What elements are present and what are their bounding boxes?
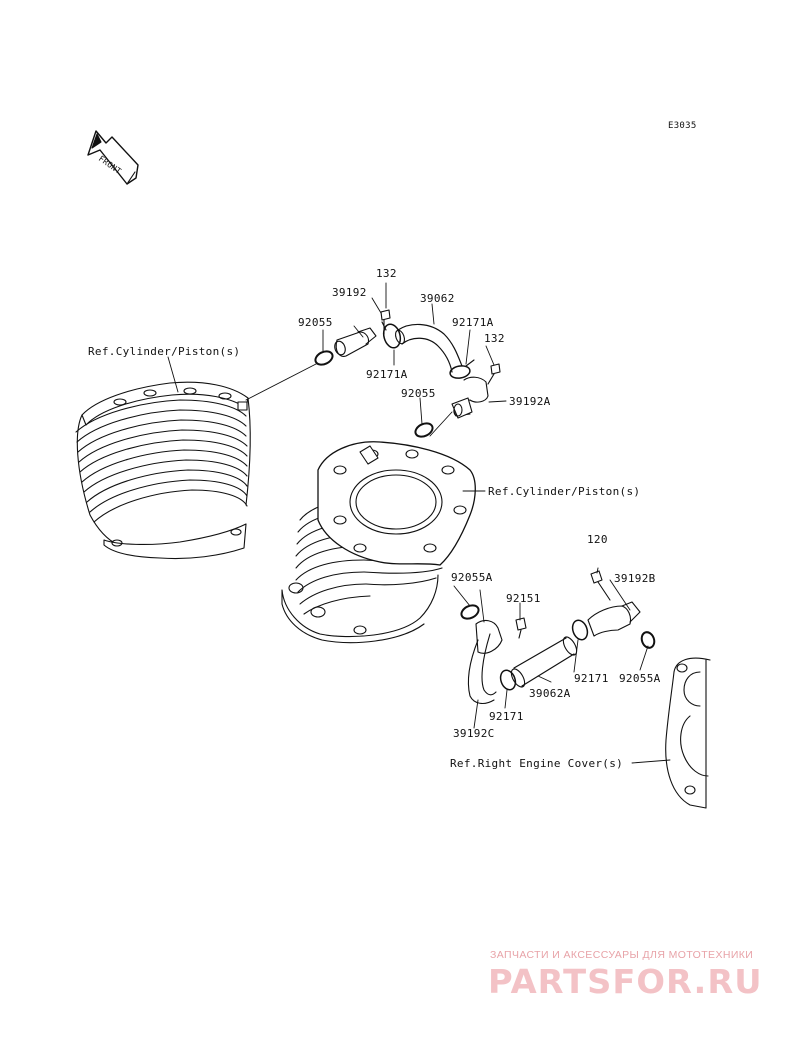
right-cylinder-drawing	[281, 441, 476, 644]
upper-pipe-assembly	[314, 309, 501, 438]
diagram-code: E3035	[668, 121, 697, 131]
lower-pipe-assembly	[460, 570, 656, 705]
ref-engine-cover[interactable]: Ref.Right Engine Cover(s)	[450, 757, 624, 770]
part-92151[interactable]: 92151	[506, 592, 541, 605]
part-39192B[interactable]: 39192B	[614, 572, 656, 585]
watermark-tagline: ЗАПЧАСТИ И АКСЕССУАРЫ ДЛЯ МОТОТЕХНИКИ	[490, 949, 754, 961]
part-132-right[interactable]: 132	[484, 332, 505, 345]
ref-cylinder-left[interactable]: Ref.Cylinder/Piston(s)	[88, 345, 241, 358]
part-92055-mid[interactable]: 92055	[401, 387, 436, 400]
leader-lines	[167, 282, 671, 764]
left-cylinder-drawing	[75, 381, 251, 560]
part-92055-top[interactable]: 92055	[298, 316, 333, 329]
part-92055A-right[interactable]: 92055A	[619, 672, 661, 685]
front-arrow-icon	[87, 130, 139, 185]
part-39062A[interactable]: 39062A	[529, 687, 571, 700]
part-132-top[interactable]: 132	[376, 267, 397, 280]
part-39192A[interactable]: 39192A	[509, 395, 551, 408]
part-92055A-left[interactable]: 92055A	[451, 571, 493, 584]
engine-cover-drawing	[665, 657, 711, 809]
part-92171A-right[interactable]: 92171A	[452, 316, 494, 329]
ref-cylinder-right[interactable]: Ref.Cylinder/Piston(s)	[488, 485, 641, 498]
part-120[interactable]: 120	[587, 533, 608, 546]
part-92171-right[interactable]: 92171	[574, 672, 609, 685]
part-39062[interactable]: 39062	[420, 292, 455, 305]
watermark-logo: PARTSFOR.RU	[488, 962, 763, 1001]
part-92171A-left[interactable]: 92171A	[366, 368, 408, 381]
part-39192[interactable]: 39192	[332, 286, 367, 299]
part-92171-left[interactable]: 92171	[489, 710, 524, 723]
part-39192C[interactable]: 39192C	[453, 727, 495, 740]
